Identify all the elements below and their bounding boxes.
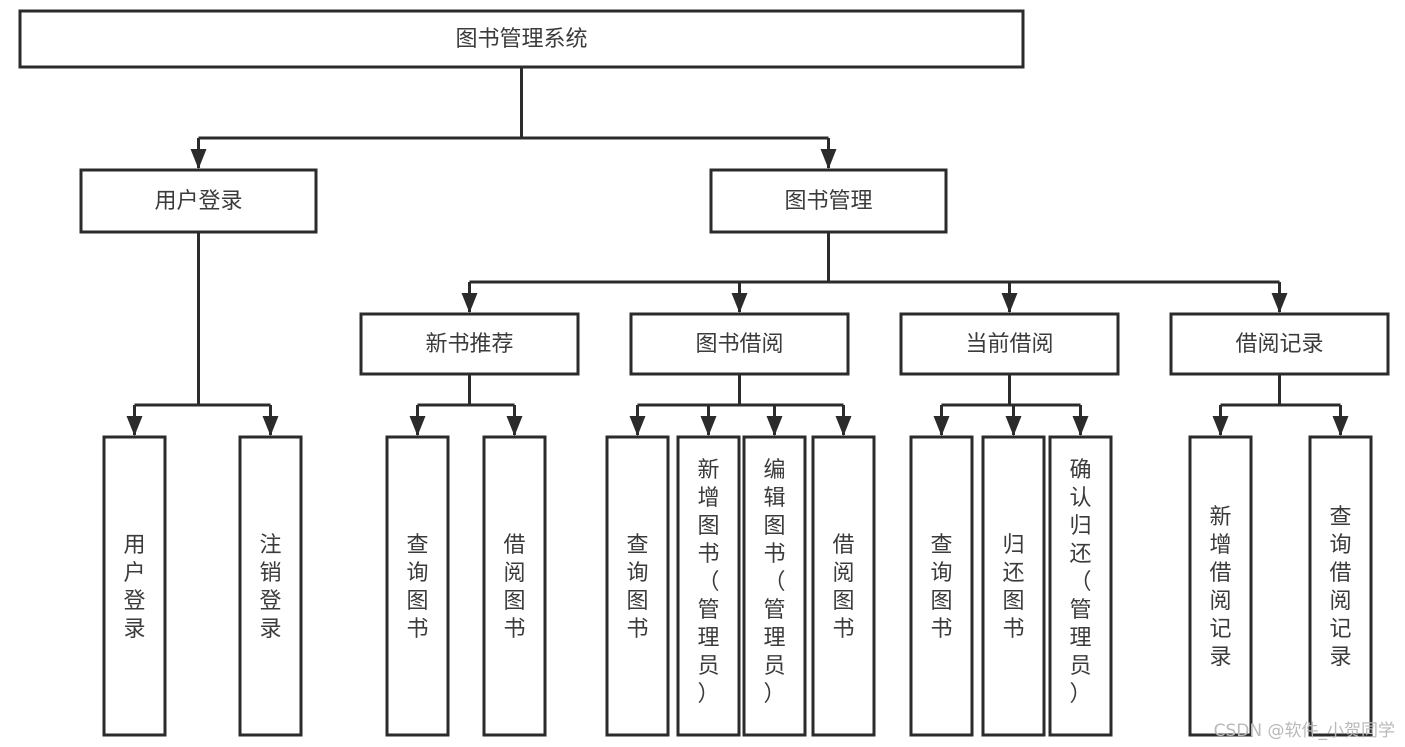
- nodes-layer: 图书管理系统用户登录图书管理新书推荐图书借阅当前借阅借阅记录用户登录注销登录查询…: [18, 9, 1390, 737]
- connector-lines-layer: [126, 67, 1349, 436]
- node-leaf-add-borrow-record[interactable]: 新增借阅记录: [1188, 435, 1253, 737]
- node-box-root[interactable]: [18, 9, 1025, 69]
- edge-group-user-login: [126, 232, 279, 436]
- node-label-root: 图书管理系统: [455, 27, 587, 52]
- node-box-leaf-query-borrow-record[interactable]: [1308, 435, 1373, 737]
- node-label-leaf-query-book: 查询图书: [626, 533, 648, 642]
- arrow-head-icon: [262, 416, 279, 436]
- node-box-leaf-query-book-current[interactable]: [909, 435, 974, 737]
- node-box-leaf-query-book-recommend[interactable]: [385, 435, 450, 737]
- node-box-leaf-confirm-return[interactable]: [1048, 435, 1113, 737]
- node-box-leaf-add-book[interactable]: [676, 435, 741, 737]
- node-box-new-book-recommend[interactable]: [359, 312, 580, 376]
- arrow-head-icon: [409, 416, 426, 436]
- node-leaf-query-borrow-record[interactable]: 查询借阅记录: [1308, 435, 1373, 737]
- node-label-leaf-query-borrow-record: 查询借阅记录: [1329, 505, 1351, 670]
- node-root[interactable]: 图书管理系统: [18, 9, 1025, 69]
- edge-group-book-manage: [461, 232, 1288, 313]
- node-label-leaf-confirm-return: 确认归还（管理员）: [1069, 458, 1091, 707]
- arrow-head-icon: [700, 416, 717, 436]
- node-leaf-borrow-book-recommend[interactable]: 借阅图书: [482, 435, 547, 737]
- edge-group-new-book-recommend: [409, 374, 523, 436]
- node-box-leaf-add-borrow-record[interactable]: [1188, 435, 1253, 737]
- node-box-leaf-query-book[interactable]: [605, 435, 670, 737]
- node-book-borrow[interactable]: 图书借阅: [629, 312, 850, 376]
- node-box-leaf-edit-book[interactable]: [742, 435, 807, 737]
- node-leaf-borrow-book[interactable]: 借阅图书: [811, 435, 876, 737]
- edge-group-borrow-record: [1212, 374, 1349, 436]
- node-book-manage[interactable]: 图书管理: [709, 168, 948, 234]
- node-leaf-query-book[interactable]: 查询图书: [605, 435, 670, 737]
- node-new-book-recommend[interactable]: 新书推荐: [359, 312, 580, 376]
- arrow-head-icon: [126, 416, 143, 436]
- node-label-leaf-borrow-book-recommend: 借阅图书: [503, 533, 525, 642]
- arrow-head-icon: [1332, 416, 1349, 436]
- node-box-book-borrow[interactable]: [629, 312, 850, 376]
- node-label-current-borrow: 当前借阅: [965, 332, 1053, 357]
- node-label-leaf-edit-book: 编辑图书（管理员）: [763, 458, 785, 707]
- node-box-leaf-borrow-book[interactable]: [811, 435, 876, 737]
- node-box-leaf-borrow-book-recommend[interactable]: [482, 435, 547, 737]
- node-current-borrow[interactable]: 当前借阅: [899, 312, 1120, 376]
- node-leaf-edit-book[interactable]: 编辑图书（管理员）: [742, 435, 807, 737]
- node-label-leaf-user-login: 用户登录: [123, 533, 145, 642]
- node-label-borrow-record: 借阅记录: [1235, 332, 1323, 357]
- node-leaf-add-book[interactable]: 新增图书（管理员）: [676, 435, 741, 737]
- arrow-head-icon: [506, 416, 523, 436]
- node-label-leaf-query-book-current: 查询图书: [930, 533, 952, 642]
- arrow-head-icon: [766, 416, 783, 436]
- node-user-login[interactable]: 用户登录: [79, 168, 318, 234]
- node-label-user-login: 用户登录: [154, 189, 242, 214]
- arrow-head-icon: [461, 293, 478, 313]
- node-box-user-login[interactable]: [79, 168, 318, 234]
- arrow-head-icon: [629, 416, 646, 436]
- arrow-head-icon: [190, 149, 207, 169]
- node-leaf-user-login[interactable]: 用户登录: [102, 435, 167, 737]
- node-leaf-query-book-current[interactable]: 查询图书: [909, 435, 974, 737]
- node-label-leaf-query-book-recommend: 查询图书: [406, 533, 428, 642]
- arrow-head-icon: [1005, 416, 1022, 436]
- edge-group-current-borrow: [933, 374, 1089, 436]
- arrow-head-icon: [835, 416, 852, 436]
- node-leaf-query-book-recommend[interactable]: 查询图书: [385, 435, 450, 737]
- arrow-head-icon: [731, 293, 748, 313]
- arrow-head-icon: [1001, 293, 1018, 313]
- arrow-head-icon: [1072, 416, 1089, 436]
- arrow-head-icon: [1271, 293, 1288, 313]
- csdn-watermark: CSDN @软件_小贺同学: [1213, 721, 1395, 741]
- node-box-leaf-user-logout[interactable]: [238, 435, 303, 737]
- arrow-head-icon: [933, 416, 950, 436]
- node-label-leaf-add-borrow-record: 新增借阅记录: [1209, 505, 1231, 670]
- arrow-head-icon: [820, 149, 837, 169]
- node-label-leaf-return-book: 归还图书: [1002, 533, 1024, 642]
- node-label-leaf-add-book: 新增图书（管理员）: [697, 458, 719, 707]
- node-box-current-borrow[interactable]: [899, 312, 1120, 376]
- node-label-book-borrow: 图书借阅: [695, 332, 783, 357]
- node-box-leaf-return-book[interactable]: [981, 435, 1046, 737]
- node-box-book-manage[interactable]: [709, 168, 948, 234]
- node-leaf-return-book[interactable]: 归还图书: [981, 435, 1046, 737]
- arrow-head-icon: [1212, 416, 1229, 436]
- edge-group-book-borrow: [629, 374, 852, 436]
- node-label-leaf-borrow-book: 借阅图书: [832, 533, 854, 642]
- node-leaf-confirm-return[interactable]: 确认归还（管理员）: [1048, 435, 1113, 737]
- node-leaf-user-logout[interactable]: 注销登录: [238, 435, 303, 737]
- edge-group-root: [190, 67, 837, 169]
- node-box-borrow-record[interactable]: [1169, 312, 1390, 376]
- node-borrow-record[interactable]: 借阅记录: [1169, 312, 1390, 376]
- node-label-new-book-recommend: 新书推荐: [425, 332, 513, 357]
- node-label-book-manage: 图书管理: [784, 189, 872, 214]
- node-label-leaf-user-logout: 注销登录: [259, 533, 281, 642]
- node-box-leaf-user-login[interactable]: [102, 435, 167, 737]
